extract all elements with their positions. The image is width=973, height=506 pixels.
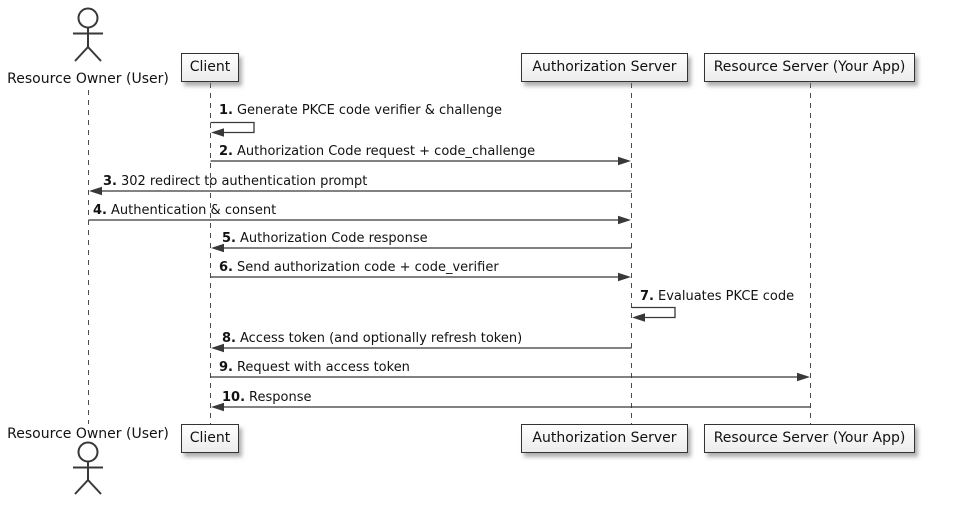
message-text: Access token (and optionally refresh tok… bbox=[239, 331, 523, 346]
message-4-label: 4.Authentication & consent bbox=[93, 203, 276, 218]
actor-figure-top bbox=[73, 7, 103, 62]
message-1-arrow bbox=[210, 121, 255, 137]
message-4-arrow bbox=[88, 215, 631, 225]
message-number: 6. bbox=[219, 260, 233, 275]
message-text: Request with access token bbox=[236, 360, 410, 375]
message-5-label: 5.Authorization Code response bbox=[222, 231, 428, 246]
message-number: 7. bbox=[640, 289, 654, 304]
message-9-label: 9.Request with access token bbox=[219, 360, 410, 375]
message-text: Authorization Code response bbox=[239, 231, 428, 246]
message-number: 3. bbox=[103, 174, 117, 189]
participant-box-auth-server-top: Authorization Server bbox=[521, 53, 688, 82]
message-2-arrow bbox=[210, 156, 631, 166]
message-text: Response bbox=[249, 390, 312, 405]
message-text: Evaluates PKCE code bbox=[657, 289, 795, 304]
actor-label-resource-owner-top: Resource Owner (User) bbox=[7, 71, 169, 87]
message-number: 10. bbox=[222, 390, 246, 405]
message-5-arrow bbox=[211, 243, 632, 253]
message-6-label: 6.Send authorization code + code_verifie… bbox=[219, 260, 499, 275]
message-10-label: 10.Response bbox=[222, 390, 311, 405]
message-2-label: 2.Authorization Code request + code_chal… bbox=[219, 144, 535, 159]
message-number: 1. bbox=[219, 103, 233, 118]
message-3-label: 3.302 redirect to authentication prompt bbox=[103, 174, 367, 189]
message-text: Authorization Code request + code_challe… bbox=[236, 144, 536, 159]
message-8-label: 8.Access token (and optionally refresh t… bbox=[222, 331, 522, 346]
participant-box-client-top: Client bbox=[181, 53, 239, 82]
message-text: Send authorization code + code_verifier bbox=[236, 260, 499, 275]
message-9-arrow bbox=[210, 372, 810, 382]
message-3-arrow bbox=[89, 186, 632, 196]
message-10-arrow bbox=[211, 402, 811, 412]
message-text: Generate PKCE code verifier & challenge bbox=[236, 103, 503, 118]
message-1-label: 1.Generate PKCE code verifier & challeng… bbox=[219, 103, 502, 118]
participant-box-client-bottom: Client bbox=[181, 424, 239, 453]
message-number: 5. bbox=[222, 231, 236, 246]
participant-box-resource-server-bottom: Resource Server (Your App) bbox=[704, 424, 915, 453]
message-number: 8. bbox=[222, 331, 236, 346]
message-text: 302 redirect to authentication prompt bbox=[120, 174, 368, 189]
message-number: 4. bbox=[93, 203, 107, 218]
message-number: 9. bbox=[219, 360, 233, 375]
participant-box-resource-server-top: Resource Server (Your App) bbox=[704, 53, 915, 82]
participant-box-auth-server-bottom: Authorization Server bbox=[521, 424, 688, 453]
message-8-arrow bbox=[211, 343, 632, 353]
actor-label-resource-owner-bottom: Resource Owner (User) bbox=[7, 426, 169, 442]
message-text: Authentication & consent bbox=[110, 203, 277, 218]
message-6-arrow bbox=[210, 272, 631, 282]
message-7-arrow bbox=[631, 306, 676, 322]
message-7-label: 7.Evaluates PKCE code bbox=[640, 289, 794, 304]
actor-figure-bottom bbox=[73, 441, 103, 495]
message-number: 2. bbox=[219, 144, 233, 159]
